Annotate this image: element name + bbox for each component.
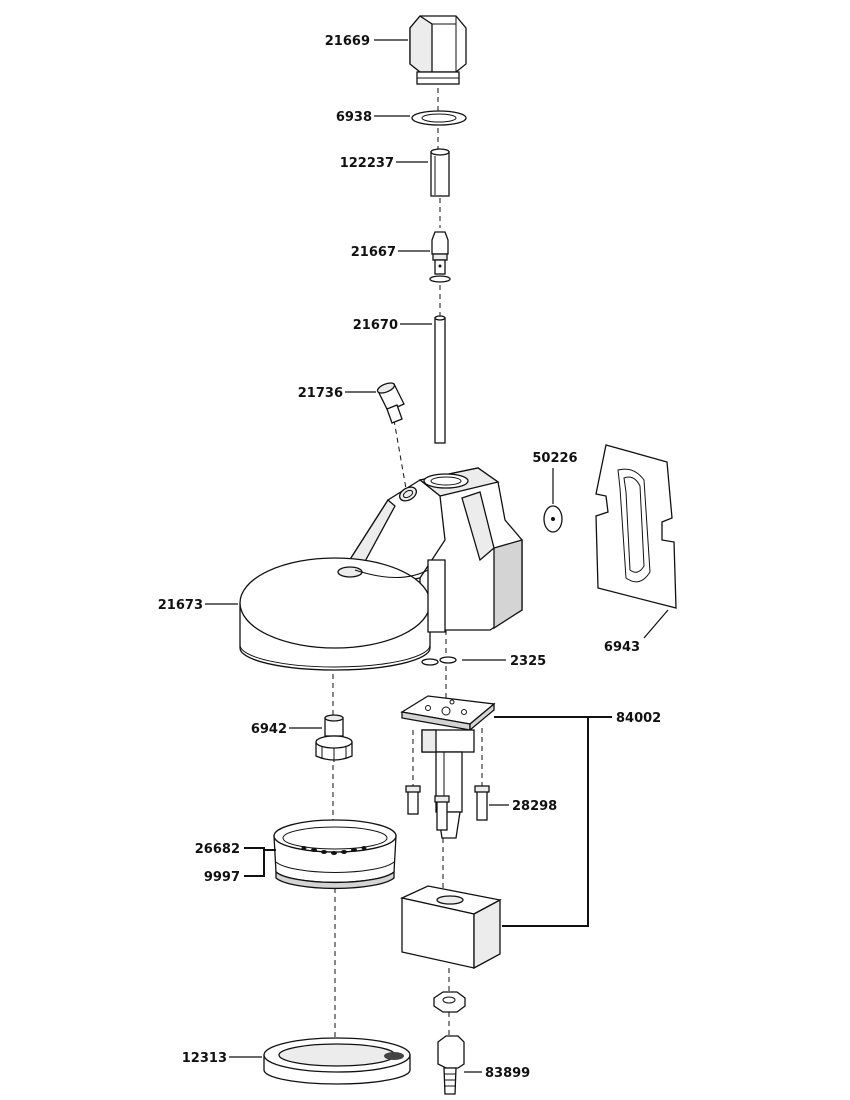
part-6943-gasket-plate: [595, 444, 677, 609]
label-9997: 9997: [204, 870, 240, 885]
label-122237: 122237: [340, 156, 394, 171]
label-84002: 84002: [616, 711, 661, 726]
part-labels: 21669 6938 122237 21667 21670 21736 5022…: [158, 34, 661, 1081]
assembly-axes: [332, 88, 483, 1045]
part-83899-hose-fitting: [437, 1035, 465, 1095]
part-50226-washer: [543, 505, 563, 533]
label-21736: 21736: [298, 386, 343, 401]
part-21736-cap-screw: [376, 382, 405, 424]
label-21667: 21667: [351, 245, 396, 260]
part-84002-solenoid-valve: [400, 695, 496, 839]
part-6938-gasket: [411, 110, 467, 126]
label-6938: 6938: [336, 110, 372, 125]
part-2325-o-rings: [421, 656, 457, 666]
part-28298-mounting-screws: [405, 785, 490, 831]
part-coil-nut: [433, 991, 466, 1013]
label-26682: 26682: [195, 842, 240, 857]
label-2325: 2325: [510, 654, 546, 669]
label-83899: 83899: [485, 1066, 530, 1081]
label-21673: 21673: [158, 598, 203, 613]
part-solenoid-coil: [399, 885, 502, 970]
part-9997-shower-screen: [301, 846, 367, 855]
label-21669: 21669: [325, 34, 370, 49]
label-50226: 50226: [532, 451, 577, 466]
part-12313-group-gasket: [263, 1037, 411, 1085]
label-21670: 21670: [353, 318, 398, 333]
label-6943: 6943: [604, 640, 640, 655]
label-12313: 12313: [182, 1051, 227, 1066]
part-21670-rod: [434, 315, 446, 444]
label-28298: 28298: [512, 799, 557, 814]
leader-lines: [205, 39, 669, 1073]
part-6942-shower-screw: [315, 714, 353, 762]
part-21673-group-body: [239, 467, 523, 671]
part-21669-cap-nut: [409, 15, 467, 85]
part-122237-sleeve: [430, 148, 450, 197]
part-21667-valve-plunger: [429, 231, 451, 283]
label-6942: 6942: [251, 722, 287, 737]
